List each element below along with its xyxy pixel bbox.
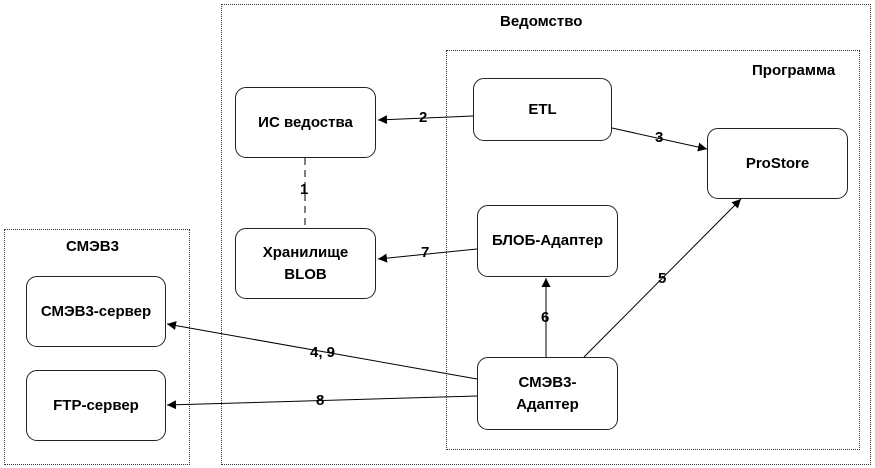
edge-label-3: 3 — [655, 129, 664, 146]
node-is-vedomstva-label: ИС ведоства — [258, 113, 353, 131]
node-blob-storage[interactable]: Хранилище BLOB — [235, 228, 376, 299]
node-smev-adapter-label-1: СМЭВ3- — [518, 373, 577, 391]
node-ftp-server-label: FTP-сервер — [53, 396, 139, 414]
group-vedomstvo-title: Ведомство — [500, 13, 583, 30]
edge-3-line — [611, 127, 708, 152]
edge-label-8: 8 — [316, 392, 325, 409]
node-blob-storage-label-1: Хранилище — [262, 243, 349, 261]
node-ftp-server[interactable]: FTP-сервер — [26, 370, 166, 441]
group-programma-title: Программа — [752, 62, 836, 79]
edge-label-7: 7 — [421, 244, 430, 261]
edge-label-6: 6 — [541, 309, 550, 326]
group-programma — [446, 50, 860, 450]
node-smev-adapter-label-2: Адаптер — [516, 395, 579, 413]
edge-label-5: 5 — [658, 270, 667, 287]
node-prostore[interactable]: ProStore — [707, 128, 848, 199]
edge-8-line — [166, 395, 478, 410]
node-smev-server-label: СМЭВ3-сервер — [40, 302, 152, 320]
edge-label-2: 2 — [419, 109, 428, 126]
node-blob-adapter[interactable]: БЛОБ-Адаптер — [477, 205, 618, 277]
edge-4-9-line — [166, 321, 478, 380]
edge-2-line — [377, 115, 474, 125]
edge-5-line — [583, 198, 742, 358]
node-blob-adapter-label: БЛОБ-Адаптер — [492, 232, 603, 249]
node-smev-server[interactable]: СМЭВ3-сервер — [26, 276, 166, 347]
edge-label-4-9: 4, 9 — [310, 344, 336, 361]
node-etl-label: ETL — [528, 100, 557, 118]
group-smev-title: СМЭВ3 — [66, 238, 119, 255]
node-blob-storage-label-2: BLOB — [284, 265, 327, 283]
edge-7-line — [377, 248, 478, 263]
node-etl[interactable]: ETL — [473, 78, 612, 141]
node-prostore-label: ProStore — [745, 154, 810, 172]
group-smev — [4, 229, 190, 465]
node-is-vedomstva[interactable]: ИС ведоства — [235, 87, 376, 158]
node-smev-adapter[interactable]: СМЭВ3- Адаптер — [477, 357, 618, 430]
group-vedomstvo — [221, 4, 871, 465]
edge-label-1: 1 — [300, 181, 309, 198]
